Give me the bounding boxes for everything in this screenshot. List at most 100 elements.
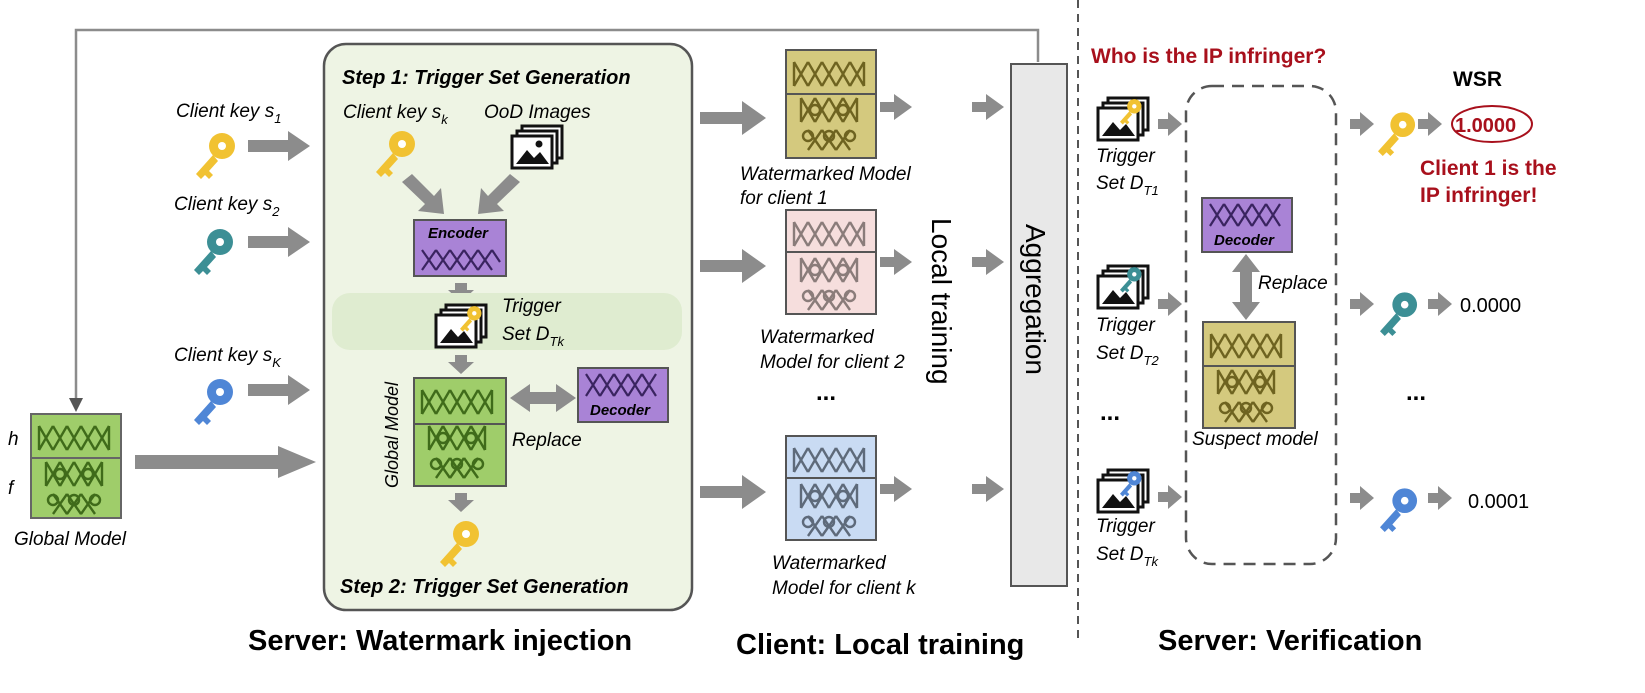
ood-images-label: OoD Images — [484, 102, 591, 123]
question-label: Who is the IP infringer? — [1091, 45, 1326, 68]
section-title-server-verification: Server: Verification — [1158, 625, 1422, 657]
trigger-k-label: Trigger — [1096, 516, 1155, 537]
wsr-header: WSR — [1453, 68, 1502, 91]
f-label: f — [8, 478, 15, 499]
model2-label-2: Model for client 2 — [760, 352, 905, 373]
model1-label-2: for client 1 — [740, 188, 828, 209]
trigger-set-icon — [434, 303, 488, 349]
global-model-left-label: Global Model — [14, 529, 127, 550]
arrow-panel-to-model2 — [700, 249, 766, 283]
trigger-set-1-icon — [1096, 96, 1150, 142]
output-key-blue-icon — [1380, 488, 1418, 533]
set-2-label: Set DT2 — [1096, 343, 1159, 368]
global-model-left — [30, 413, 122, 519]
key-yellow-icon-1 — [196, 133, 235, 179]
arrow-triggerk-in — [1158, 485, 1182, 509]
arrow-wsr-2 — [1428, 292, 1452, 316]
arrow-key-to-encoder — [402, 174, 444, 214]
panel-client-key-label: Client key sk — [343, 102, 449, 127]
arrow-wsr-1 — [1418, 112, 1442, 136]
clients-ellipsis: ... — [816, 379, 836, 406]
panel-decoder-block: Decoder — [577, 367, 669, 423]
arrow-modelk-agg — [972, 476, 1004, 502]
arrow-keyK-to-panel — [248, 375, 310, 405]
h-label: h — [8, 429, 19, 450]
verification-ellipsis-left: ... — [1100, 399, 1120, 426]
arrow-global-to-key — [448, 493, 474, 512]
wsr-value-1: 1.0000 — [1455, 115, 1516, 137]
output-key-yellow-icon — [1378, 112, 1416, 157]
watermarked-model-k — [785, 435, 877, 541]
verification-decoder-label: Decoder — [1214, 232, 1275, 249]
client-key-K-label: Client key sK — [174, 345, 282, 370]
verification-decoder-block: Decoder — [1201, 197, 1293, 253]
step1-title: Step 1: Trigger Set Generation — [342, 67, 631, 89]
feedback-loop-arrow — [69, 28, 1040, 412]
suspect-model-label: Suspect model — [1192, 429, 1318, 450]
set-k-label: Set DTk — [1096, 544, 1159, 569]
panel-decoder-label: Decoder — [590, 402, 651, 419]
verification-replace-label: Replace — [1258, 273, 1328, 294]
suspect-model-block — [1202, 321, 1296, 429]
aggregation-bar — [1010, 63, 1068, 587]
encoder-block: Encoder — [413, 219, 507, 277]
global-model-vertical-label: Global Model — [382, 381, 402, 488]
client-key-1-label: Client key s1 — [176, 101, 281, 126]
arrow-model1-agg — [972, 94, 1004, 120]
trigger-set-2-icon — [1096, 264, 1150, 310]
conclusion-line-2: IP infringer! — [1420, 184, 1537, 207]
aggregation-label: Aggregation — [1020, 224, 1051, 375]
arrow-wsr-k — [1428, 486, 1452, 510]
modelk-label-2: Model for client k — [772, 578, 917, 599]
panel-replace-label: Replace — [512, 430, 582, 451]
trigger-2-label: Trigger — [1096, 315, 1155, 336]
trigger-band — [332, 293, 682, 350]
arrow-trigger2-in — [1158, 292, 1182, 316]
trigger-1-label: Trigger — [1096, 146, 1155, 167]
verification-ellipsis-right: ... — [1406, 379, 1426, 406]
client-key-2-label: Client key s2 — [174, 194, 280, 219]
arrow-key2-to-panel — [248, 227, 310, 257]
model2-label-1: Watermarked — [760, 327, 875, 348]
watermarked-model-1 — [785, 49, 877, 159]
modelk-label-1: Watermarked — [772, 553, 887, 574]
arrow-trigger1-in — [1158, 112, 1182, 136]
key-blue-icon-K — [194, 379, 233, 425]
section-title-server-watermark: Server: Watermark injection — [248, 625, 632, 657]
wsr-value-k: 0.0001 — [1468, 491, 1529, 513]
wsr-value-2: 0.0000 — [1460, 295, 1521, 317]
arrow-model1-out — [880, 94, 912, 120]
ood-images-icon — [510, 124, 564, 170]
arrow-panel-to-modelk — [700, 475, 766, 509]
arrow-panel-to-model1 — [700, 101, 766, 135]
suspect-dashed-box — [1184, 84, 1338, 566]
trigger-label-2: Set DTk — [502, 324, 565, 349]
arrow-model2-out — [880, 249, 912, 275]
trigger-label-1: Trigger — [502, 296, 561, 317]
encoder-label: Encoder — [428, 225, 489, 242]
arrow-out-2 — [1350, 292, 1374, 316]
replace-double-arrow — [510, 384, 576, 412]
arrow-out-1 — [1350, 112, 1374, 136]
wsr-1-highlight — [1451, 105, 1533, 143]
arrow-key1-to-panel — [248, 131, 310, 161]
trigger-set-k-icon — [1096, 468, 1150, 514]
step2-title: Step 2: Trigger Set Generation — [340, 576, 629, 598]
local-training-label: Local training — [926, 218, 957, 385]
arrow-modelk-out — [880, 476, 912, 502]
model1-label-1: Watermarked Model — [740, 164, 911, 185]
arrow-model2-agg — [972, 249, 1004, 275]
verification-replace-arrow — [1232, 254, 1260, 320]
section-title-client-local: Client: Local training — [736, 629, 1024, 661]
key-teal-icon-2 — [194, 229, 233, 275]
set-1-label: Set DT1 — [1096, 173, 1159, 198]
conclusion-line-1: Client 1 is the — [1420, 157, 1557, 180]
arrow-out-k — [1350, 486, 1374, 510]
global-model-panel — [413, 377, 507, 487]
watermarked-model-2 — [785, 209, 877, 315]
arrow-trigger-to-global — [448, 355, 474, 374]
output-key-teal-icon — [1380, 292, 1418, 337]
arrow-global-to-panel — [135, 446, 316, 478]
arrow-images-to-encoder — [478, 174, 520, 214]
